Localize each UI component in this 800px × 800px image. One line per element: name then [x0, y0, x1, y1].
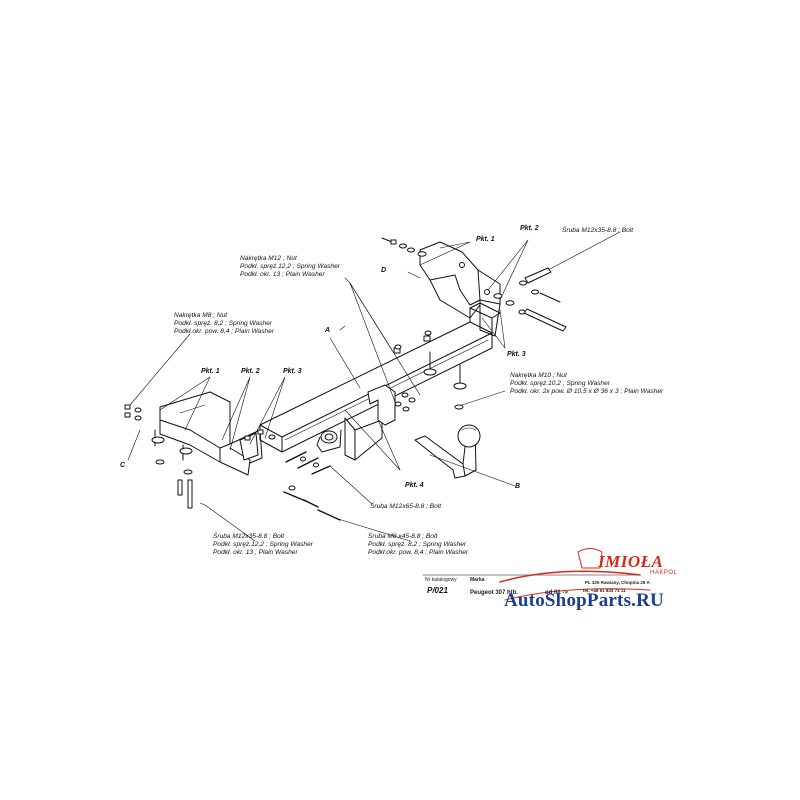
hardware-left — [124, 404, 341, 521]
upper-bracket-d — [419, 241, 501, 337]
callout-line: Podkł. spręż.12,2 ; Spring Washer — [213, 541, 313, 548]
tow-ball-b — [316, 424, 481, 479]
make-label: Marka — [470, 577, 485, 583]
callout-nut-m8: Nakrętka M8 ; Nut Podkł. spręż. 8,2 ; Sp… — [174, 312, 274, 336]
catalog-value: P/021 — [427, 586, 448, 595]
callout-nut-m10: Nakrętka M10 ; Nut Podkł. spręż.10,2 ; S… — [510, 372, 663, 396]
logo-sub: HAKPOL — [650, 570, 678, 576]
logo-name: IMIOŁA — [598, 552, 664, 571]
leader-lines — [127, 231, 621, 542]
callout-line: Podkł. okr. 13 ; Plain Washer — [213, 549, 298, 556]
tag-pkt4: Pkt. 4 — [405, 482, 424, 489]
callout-line: Podkł. okr. 13 ; Plain Washer — [240, 271, 325, 278]
part-letter-b: B — [515, 483, 521, 490]
tag-top-pkt1: Pkt. 1 — [476, 236, 495, 243]
part-letter-c: C — [120, 462, 126, 469]
hardware-center — [285, 330, 467, 475]
make-value: Peugeot 307 htb. — [470, 590, 519, 596]
callout-line: Podkł. spręż.10,2 ; Spring Washer — [510, 380, 610, 387]
tag-left-pkt2: Pkt. 2 — [241, 368, 260, 375]
callout-line: Śruba M12x35-8.8 ; Bolt — [213, 533, 285, 540]
catalog-label: Nr katalogowy — [425, 577, 457, 583]
watermark: AutoShopParts.RU — [504, 590, 664, 611]
callout-line: Podkł. spręż.12,2 ; Spring Washer — [240, 263, 340, 270]
hardware-top-right — [381, 237, 567, 332]
logo-swoosh-2 — [504, 588, 651, 601]
logo-phone: tel. +48 61 833 73 11 — [583, 588, 626, 593]
callout-bolt-m12x35-top: Śruba M12x35-8.8 ; Bolt — [562, 227, 633, 235]
tag-top-pkt2: Pkt. 2 — [520, 225, 539, 232]
callout-line: Podkł.okr. pow. 8,4 ; Plain Washer — [174, 328, 275, 335]
callout-line: Śruba M12x65-8.8 ; Bolt — [370, 503, 442, 510]
callout-line: Śruba M8 x45-8.8 ; Bolt — [368, 533, 438, 540]
tag-left-pkt1: Pkt. 1 — [201, 368, 220, 375]
callout-line: Nakrętka M10 ; Nut — [510, 372, 567, 379]
callout-line: Podkł. spręż. 8,2 ; Spring Washer — [368, 541, 467, 548]
tag-left-pkt3: Pkt. 3 — [283, 368, 302, 375]
part-letter-a: A — [325, 327, 331, 334]
callout-line: Podkł. okr. 2x pow. Ø 10,5 x Ø 36 x 3 ; … — [510, 388, 664, 395]
callout-line: Podkł. spręż. 8,2 ; Spring Washer — [174, 320, 273, 327]
callout-bolt-m8x45: Śruba M8 x45-8.8 ; Bolt Podkł. spręż. 8,… — [368, 533, 468, 557]
callout-bolt-m12x65: Śruba M12x65-8.8 ; Bolt — [370, 503, 441, 511]
tag-top-pkt3: Pkt. 3 — [507, 351, 526, 358]
logo-address: PL 325 Rawiany, Chopina 29 A — [585, 580, 650, 585]
logo-emblem — [577, 548, 603, 569]
callout-line: Podkł.okr. pow. 8,4 ; Plain Washer — [368, 549, 469, 556]
callout-bolt-m12x35-bottom: Śruba M12x35-8.8 ; Bolt Podkł. spręż.12,… — [213, 533, 313, 557]
logo-swoosh — [499, 570, 641, 583]
callout-line: Nakrętka M8 ; Nut — [174, 312, 228, 319]
callout-line: Nakrętka M12 ; Nut — [240, 255, 297, 262]
left-bracket-c — [159, 391, 263, 476]
callout-line: Śruba M12x35-8.8 ; Bolt — [562, 227, 634, 234]
part-letter-d: D — [381, 267, 387, 274]
callout-nut-m12: Nakrętka M12 ; Nut Podkł. spręż.12,2 ; S… — [240, 255, 340, 279]
from-value: od 01 -> — [545, 590, 568, 596]
